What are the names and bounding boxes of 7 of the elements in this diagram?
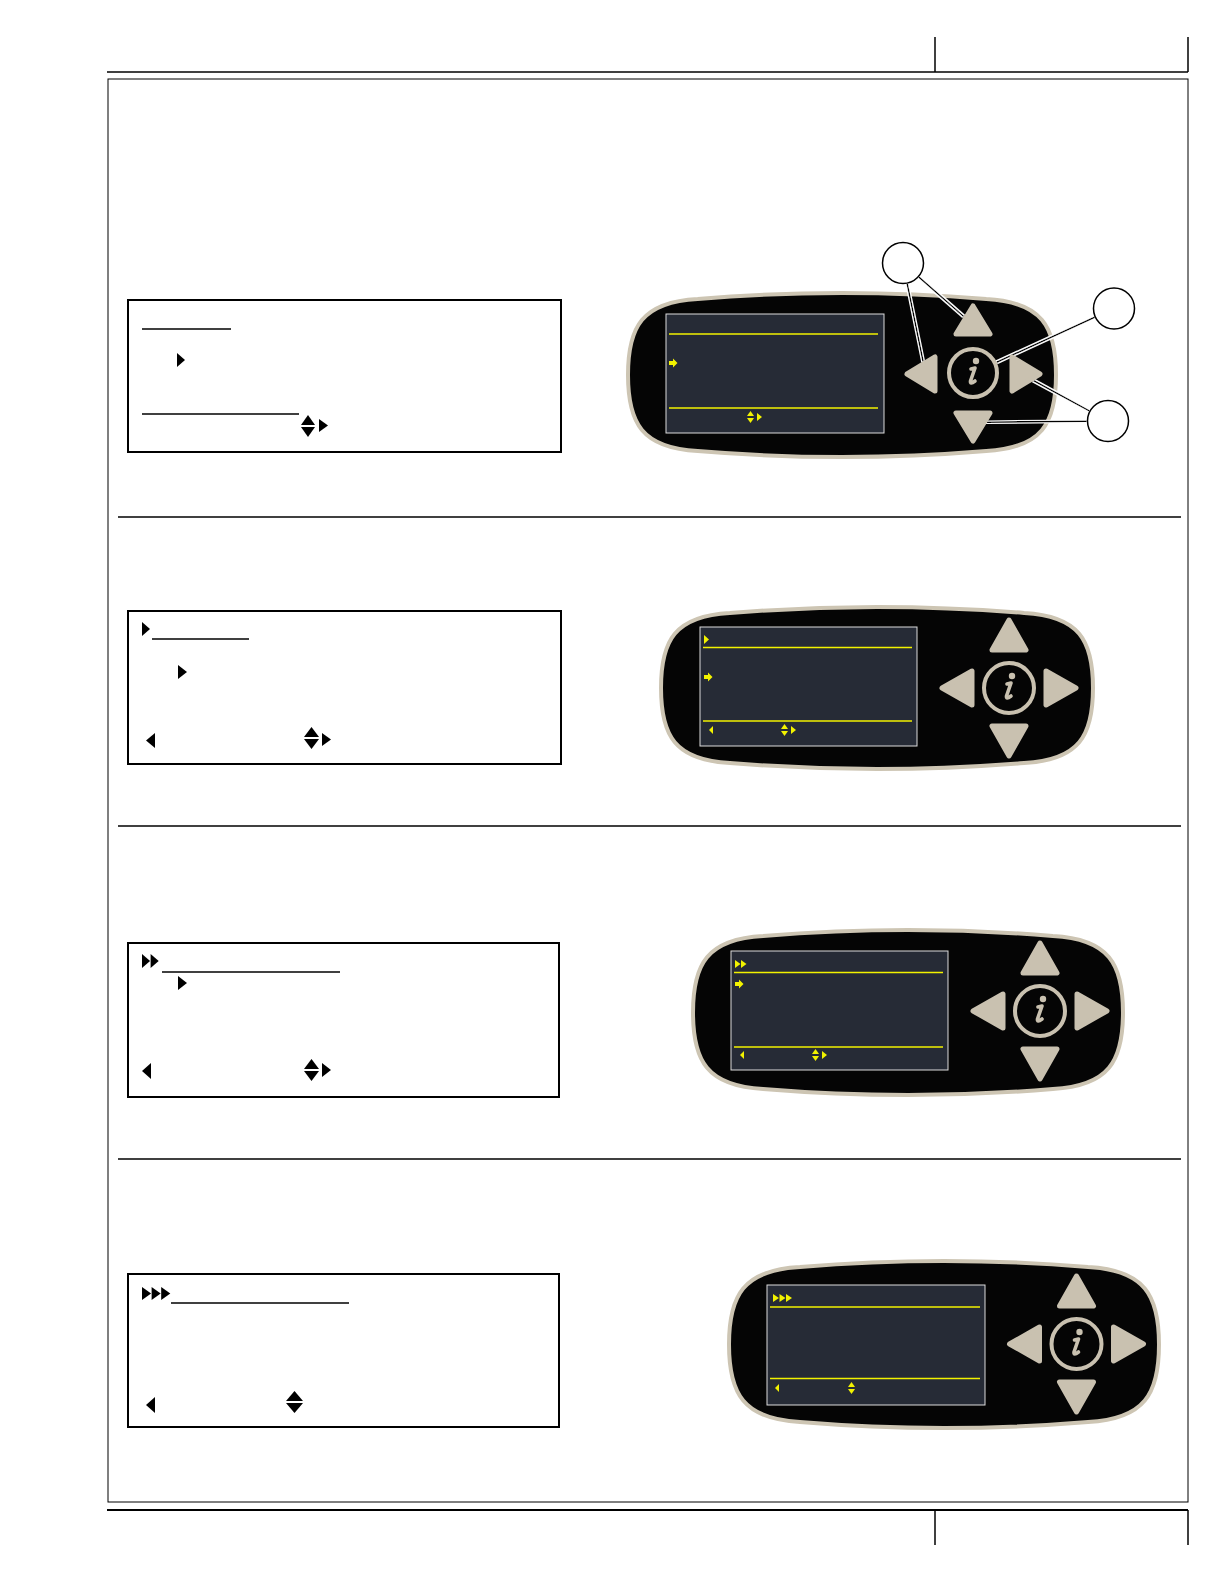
callout-circle <box>881 241 925 285</box>
up-key <box>953 303 993 337</box>
right-key <box>1009 354 1043 394</box>
callout-circle <box>1086 399 1130 443</box>
down-key <box>953 410 993 444</box>
left-key <box>904 354 938 394</box>
callout-circle <box>1092 287 1136 330</box>
